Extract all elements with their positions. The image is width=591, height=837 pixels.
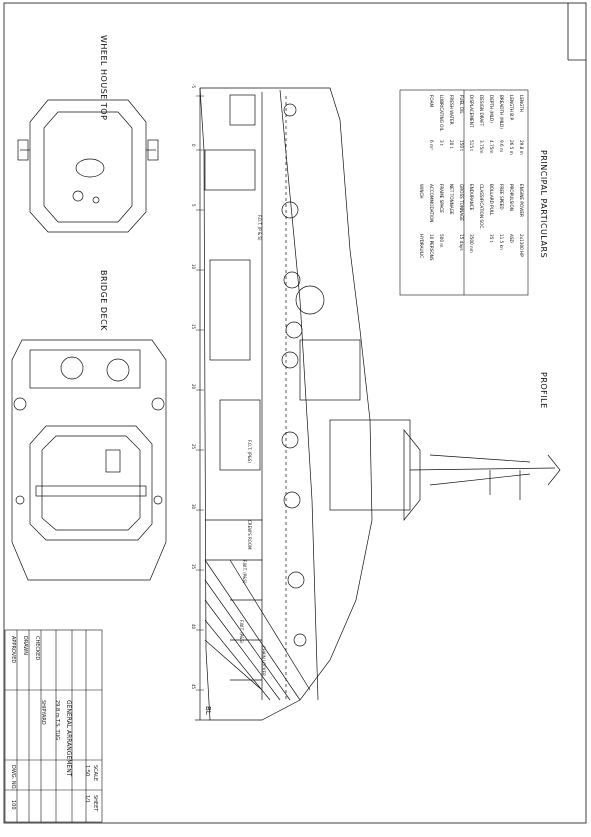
particular-right-label-7: NET TONNAGE	[449, 184, 454, 215]
tank-label-5: CHAIN LOCKER	[261, 646, 266, 676]
particular-left-value-9: 6 m³	[429, 140, 434, 150]
particular-left-label-8: LUBRICATING OIL	[439, 95, 444, 132]
particular-right-value-5: 3500 nm	[469, 234, 474, 253]
vessel-name: 29.8 m T.S. TUG	[54, 700, 60, 741]
particular-right-value-2: 11.5 kn	[499, 234, 504, 250]
particular-left-value-0: 29.8 m	[519, 140, 524, 155]
yard-name: SHIPYARD	[40, 700, 46, 725]
particular-left-value-5: 515 t	[469, 140, 474, 151]
tank-label-1: F.O.T. (P&S)	[247, 440, 252, 463]
bridge-deck-plan	[11, 339, 167, 581]
particular-right-label-0: ENGINE POWER	[519, 184, 524, 217]
particular-left-label-6: FUEL OIL	[459, 95, 464, 114]
checked-label: CHECKED	[34, 636, 40, 661]
particular-right-value-6: 15 days	[459, 234, 464, 251]
dwg-no-value: 100	[10, 800, 16, 810]
particular-left-label-5: DISPLACEMENT	[469, 95, 474, 128]
approved-label: APPROVED	[10, 636, 16, 664]
frame-number-0: -5	[191, 84, 196, 88]
wheel-house-top-plan	[17, 99, 159, 233]
particulars-table	[399, 89, 529, 296]
particular-left-value-4: 3.75m	[479, 140, 484, 154]
sheet-value: 1/1	[84, 795, 90, 804]
frame-number-6: 25	[191, 444, 196, 450]
dwg-no-label: DWG. NO.	[10, 765, 16, 790]
particular-left-label-4: DESIGN DRAFT	[479, 95, 484, 127]
frame-number-4: 15	[191, 324, 196, 330]
profile-title: PROFILE	[539, 372, 548, 409]
particular-left-value-3: 4.75m	[489, 140, 494, 154]
particular-right-value-10: HYDRAULIC	[419, 234, 424, 259]
frame-number-3: 10	[191, 264, 196, 270]
particular-right-label-9: ACCOMMODATION	[429, 184, 434, 223]
sheet-label: SHEET	[92, 795, 98, 812]
particular-left-label-7: FRESH WATER	[449, 95, 454, 125]
particular-left-value-1: 26.5 m	[509, 140, 514, 155]
tank-label-4: F.W.T. (P&S)	[239, 620, 244, 644]
particular-right-label-4: CLASSIFICATION SOC.	[479, 184, 484, 230]
frame-number-2: 5	[191, 204, 196, 207]
particular-right-value-8: 500 m	[439, 234, 444, 248]
scale-label: SCALE	[92, 765, 98, 782]
frame-number-10: 45	[191, 684, 196, 690]
particular-left-value-8: 3 t	[439, 140, 444, 146]
particular-right-label-3: BOLLARD PULL	[489, 184, 494, 216]
profile-view	[195, 87, 561, 721]
scale-value: 1:50	[84, 765, 90, 777]
title-block	[4, 629, 103, 823]
particular-right-value-3: 35 t	[489, 234, 494, 243]
frame-number-7: 30	[191, 504, 196, 510]
particular-right-label-10: WINCH	[419, 184, 424, 199]
tank-label-0: F.O.T. (P & S)	[257, 215, 262, 241]
particular-right-value-1: ASD	[509, 234, 514, 243]
principal-particulars-title: PRINCIPAL PARTICULARS	[539, 150, 548, 259]
particular-left-label-3: DEPTH (MLD)	[489, 95, 494, 123]
frame-number-8: 35	[191, 564, 196, 570]
frame-number-5: 20	[191, 384, 196, 390]
particular-left-label-1: LENGTH B.P.	[509, 95, 514, 121]
bridge-deck-title: BRIDGE DECK	[99, 270, 108, 331]
particular-left-label-2: BREADTH (MLD)	[499, 95, 504, 129]
tank-label-2: CREW'S ROOM	[247, 520, 252, 550]
baseline-label: BL	[204, 706, 212, 715]
sheet-border	[3, 2, 587, 824]
particular-right-value-9: 10 PERSONS	[429, 234, 434, 261]
particular-left-label-9: FOAM	[429, 95, 434, 108]
particular-right-label-5: ENDURANCE	[469, 184, 474, 211]
particular-left-value-6: 150 t	[459, 140, 464, 151]
frame-number-9: 40	[191, 624, 196, 630]
particular-left-label-0: LENGTH	[519, 95, 524, 112]
particular-right-value-0: 2x1300 HP	[519, 234, 524, 257]
frame-number-1: 0	[191, 144, 196, 147]
particular-right-label-8: FRAME SPACE	[439, 184, 444, 213]
particular-left-value-7: 20 t	[449, 140, 454, 149]
drawing-title: GENERAL ARRANGEMENT	[65, 700, 72, 777]
particular-right-label-6: GROSS TONNAGE	[459, 184, 464, 221]
tank-label-3: F.W.T. (P&S)	[242, 560, 247, 584]
particular-right-label-1: PROPULSION	[509, 184, 514, 211]
wheel-house-top-title: WHEEL HOUSE TOP	[99, 35, 108, 121]
particular-left-value-2: 9.6 m	[499, 140, 504, 153]
particular-right-label-2: FREE SPEED	[499, 184, 504, 210]
drawn-label: DRAWN	[22, 636, 28, 655]
